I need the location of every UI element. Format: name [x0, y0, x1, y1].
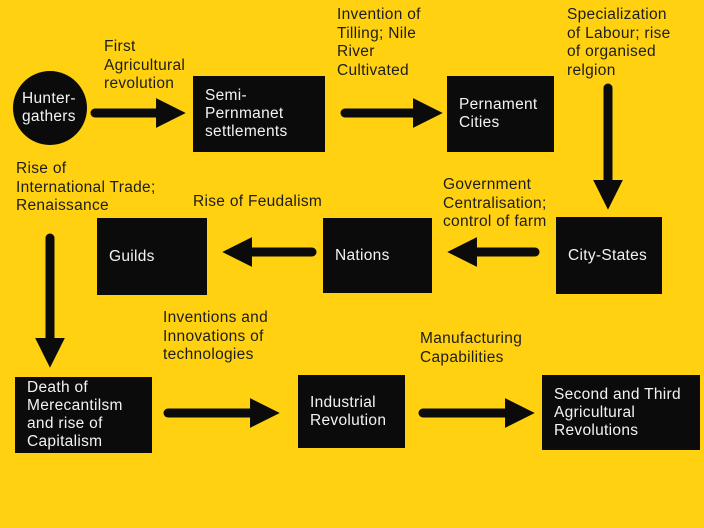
edge-label-inventions-and-innovations: Inventions and Innovations of technologi…	[163, 309, 269, 363]
edge-label-specialization-of-labour: Specialization of Labour; rise of organi…	[567, 6, 671, 79]
node-industrial-revolution: Industrial Revolution	[298, 375, 405, 448]
edge-label-rise-of-international-trade: Rise of International Trade; Renaissance	[16, 160, 156, 214]
node-pernament-cities: Pernament Cities	[447, 76, 554, 152]
edge-label-first-agricultural-revolution: First Agricultural revolution	[104, 38, 186, 92]
edge-label-invention-of-tilling: Invention of Tilling; Nile River Cultiva…	[337, 6, 421, 79]
node-city-states: City-States	[556, 217, 662, 294]
node-second-third-agricultural-revolutions: Second and Third Agricultural Revolution…	[542, 375, 700, 450]
edge-label-rise-of-feudalism: Rise of Feudalism	[193, 193, 323, 210]
node-hunter-gathers: Hunter- gathers	[13, 71, 87, 145]
node-guilds: Guilds	[97, 218, 207, 295]
edge-label-manufacturing-capabilities: Manufacturing Capabilities	[420, 330, 523, 366]
node-semi-permanent-settlements: Semi- Pernmanet settlements	[193, 76, 325, 152]
edge-label-government-centralisation: Government Centralisation; control of fa…	[443, 176, 547, 230]
node-nations: Nations	[323, 218, 432, 293]
node-death-of-mercantilism: Death of Merecantilsm and rise of Capita…	[15, 377, 152, 453]
